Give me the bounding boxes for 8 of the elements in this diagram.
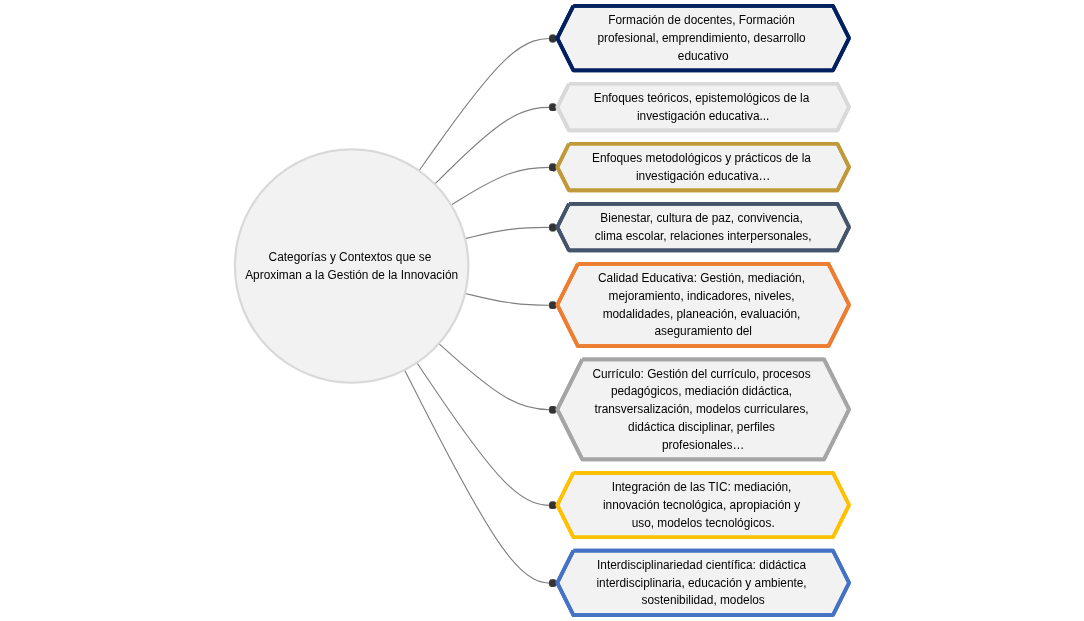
connector xyxy=(416,362,559,510)
connector xyxy=(464,292,559,310)
connector xyxy=(418,34,559,172)
connector xyxy=(434,102,559,185)
node-circle: Categorías y Contextos que se Aproximan a la Gestión de la Innovación xyxy=(233,148,470,384)
connector xyxy=(404,369,559,588)
connector xyxy=(450,162,559,206)
connector xyxy=(464,223,559,240)
